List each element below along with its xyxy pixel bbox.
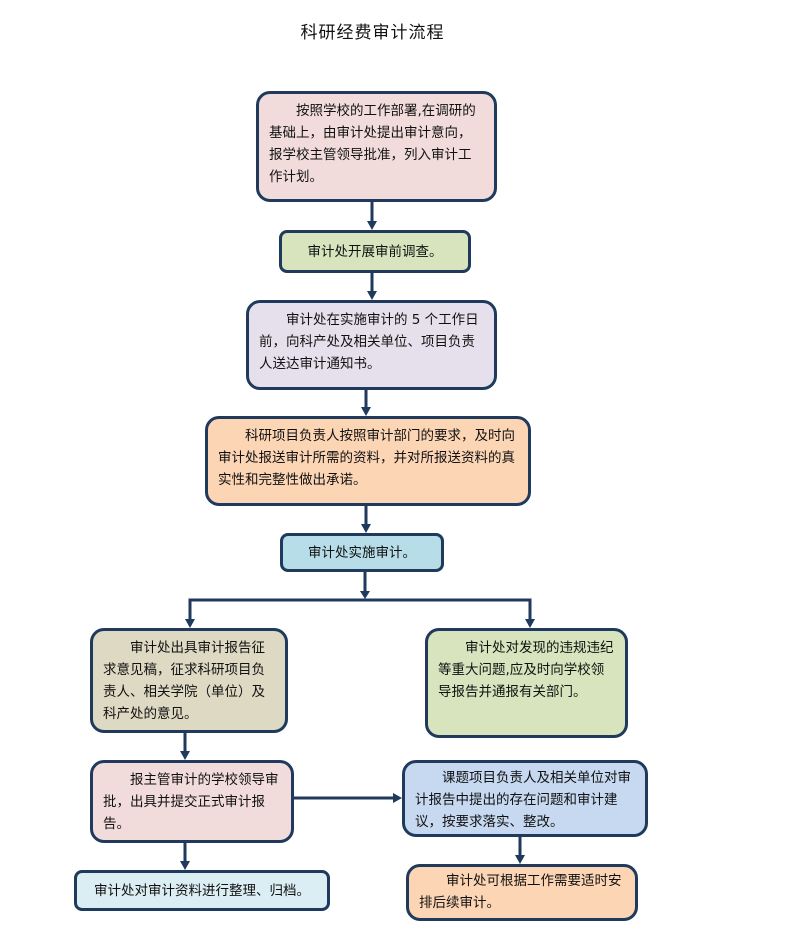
step-final-report: 报主管审计的学校领导审批，出具并提交正式审计报告。 bbox=[90, 760, 294, 843]
step-implement: 审计处实施审计。 bbox=[280, 533, 444, 572]
step-plan-text: 按照学校的工作部署,在调研的基础上，由审计处提出审计意向，报学校主管领导批准，列… bbox=[269, 103, 476, 185]
arrowhead-icon bbox=[525, 619, 535, 628]
step-notice: 审计处在实施审计的 5 个工作日前，向科产处及相关单位、项目负责人送达审计通知书… bbox=[246, 300, 497, 390]
connector-split-bar bbox=[188, 598, 532, 620]
step-draft-report-text: 审计处出具审计报告征求意见稿，征求科研项目负责人、相关学院（单位）及科产处的意见… bbox=[103, 640, 265, 722]
step-plan: 按照学校的工作部署,在调研的基础上，由审计处提出审计意向，报学校主管领导批准，列… bbox=[256, 91, 497, 202]
arrowhead-icon bbox=[360, 591, 370, 599]
step-final-report-text: 报主管审计的学校领导审批，出具并提交正式审计报告。 bbox=[103, 772, 279, 832]
step-pre-survey: 审计处开展审前调查。 bbox=[279, 230, 471, 273]
arrowhead-icon bbox=[515, 855, 525, 864]
step-notice-text: 审计处在实施审计的 5 个工作日前，向科产处及相关单位、项目负责人送达审计通知书… bbox=[259, 312, 479, 372]
step-pre-survey-text: 审计处开展审前调查。 bbox=[307, 243, 443, 260]
step-archive-text: 审计处对审计资料进行整理、归档。 bbox=[94, 882, 310, 899]
step-violations: 审计处对发现的违规违纪等重大问题,应及时向学校领导报告并通报有关部门。 bbox=[425, 628, 628, 738]
step-follow-up: 审计处可根据工作需要适时安排后续审计。 bbox=[406, 864, 638, 921]
arrowhead-icon bbox=[367, 291, 377, 300]
step-implement-text: 审计处实施审计。 bbox=[308, 544, 416, 561]
arrowhead-icon bbox=[180, 751, 190, 760]
step-materials-text: 科研项目负责人按照审计部门的要求，及时向审计处报送审计所需的资料，并对所报送资料… bbox=[218, 428, 515, 488]
step-violations-text: 审计处对发现的违规违纪等重大问题,应及时向学校领导报告并通报有关部门。 bbox=[438, 640, 614, 700]
arrowhead-icon bbox=[185, 619, 195, 628]
arrowhead-icon bbox=[393, 793, 402, 803]
step-archive: 审计处对审计资料进行整理、归档。 bbox=[74, 870, 330, 911]
flowchart-title: 科研经费审计流程 bbox=[300, 23, 445, 43]
step-draft-report: 审计处出具审计报告征求意见稿，征求科研项目负责人、相关学院（单位）及科产处的意见… bbox=[90, 628, 288, 733]
step-rectify: 课题项目负责人及相关单位对审计报告中提出的存在问题和审计建议，按要求落实、整改。 bbox=[402, 760, 648, 837]
step-follow-up-text: 审计处可根据工作需要适时安排后续审计。 bbox=[419, 873, 622, 911]
arrowhead-icon bbox=[180, 861, 190, 870]
step-materials: 科研项目负责人按照审计部门的要求，及时向审计处报送审计所需的资料，并对所报送资料… bbox=[205, 416, 531, 506]
step-rectify-text: 课题项目负责人及相关单位对审计报告中提出的存在问题和审计建议，按要求落实、整改。 bbox=[415, 770, 631, 830]
arrowhead-icon bbox=[361, 407, 371, 416]
arrowhead-icon bbox=[361, 524, 371, 533]
arrowhead-icon bbox=[367, 221, 377, 230]
